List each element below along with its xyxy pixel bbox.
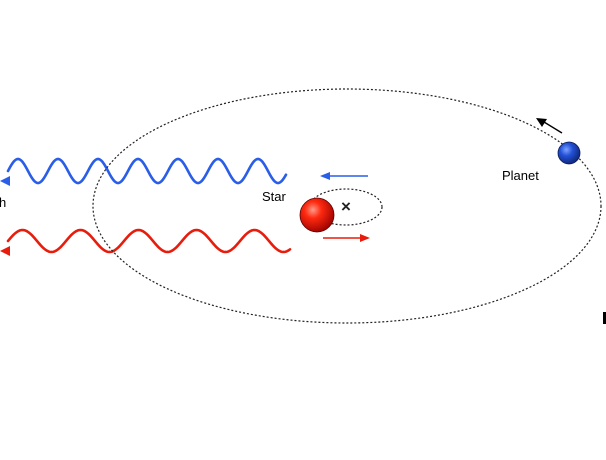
star-label: Star (262, 189, 287, 204)
planet-sphere-icon (557, 141, 581, 165)
cut-off-label: h (0, 195, 6, 210)
star-recede-arrow (323, 234, 370, 242)
star-orbit (309, 188, 383, 226)
planet-label: Planet (502, 168, 539, 183)
star-sphere-icon (299, 197, 335, 233)
blueshift-light-wave (6, 157, 288, 185)
planet-orbit (92, 88, 602, 324)
barycenter-x-icon: × (341, 197, 351, 216)
redshift-light-wave (6, 228, 292, 254)
edge-tick-mark (603, 312, 606, 324)
redshift-wave-arrowhead (0, 246, 10, 256)
planet-motion-arrow (536, 118, 563, 134)
blueshift-wave-arrowhead (0, 176, 10, 186)
star-approach-arrow (320, 172, 368, 180)
